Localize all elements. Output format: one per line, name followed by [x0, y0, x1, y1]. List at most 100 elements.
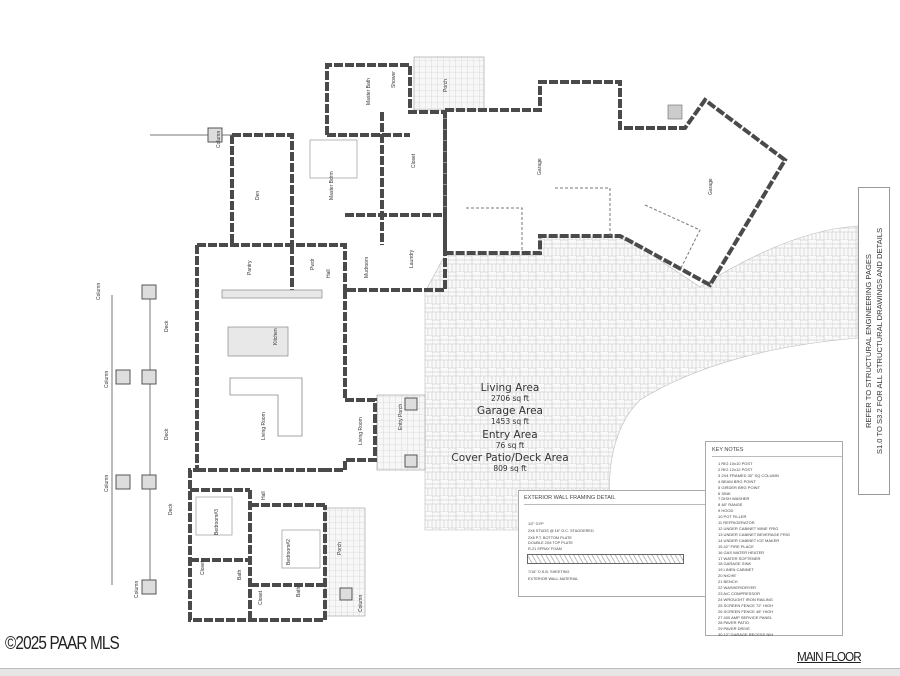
bed-master [309, 139, 358, 179]
room-living-room-2: Living Room [358, 417, 364, 445]
label-column-1: Column [96, 283, 102, 300]
key-note-item: 15 42" FIRE PLACE [718, 543, 754, 549]
room-porch-south: Porch [337, 542, 343, 555]
room-deck-3: Deck [168, 503, 174, 515]
key-note-item: 10 POT FILLER [718, 514, 747, 520]
entry-area-label: Entry Area [482, 429, 537, 441]
key-note-item: 4 BEAM BRG POINT [718, 478, 756, 484]
patio-area-value: 809 sq ft [493, 464, 526, 473]
garage-walls [443, 80, 788, 288]
garage-area-label: Garage Area [477, 405, 543, 417]
patio-area-label: Cover Patio/Deck Area [451, 452, 568, 464]
structural-note: REFER TO STRUCTURAL ENGINEERING PAGES S1… [858, 187, 890, 495]
wall-detail-label: EXTERIOR WALL MATERIAL [528, 577, 579, 581]
kitchen-counter [221, 289, 323, 299]
key-notes-title: KEY NOTES [712, 447, 842, 457]
key-note-item: 24 WROUGHT IRON RAILING [718, 596, 773, 602]
key-note-item: 14 UNDER CABINET ICE MAKER [718, 537, 780, 543]
key-note-item: 27 400 AMP SERVICE PANEL [718, 614, 773, 620]
key-note-item: 22 WASHER/DRYER [718, 585, 757, 591]
key-note-item: 3 2X4 FRAMED 30" SQ COLUMN [718, 472, 779, 478]
key-note-item: 2 RIG 12x12 POST [718, 466, 753, 472]
key-note-item: 25 SCREEN FENCE 72" HIGH [718, 602, 773, 608]
room-bedroom-2: Bedroom#2 [286, 539, 292, 565]
bed-3 [195, 496, 233, 536]
key-note-item: 29 PAVER DRIVE [718, 626, 750, 632]
wall-detail-label: 2X6 P.T. BOTTOM PLATE [528, 536, 572, 540]
key-note-item: 5 GIRDER BRG POINT [718, 484, 761, 490]
key-note-item: 7 DISH WASHER [718, 496, 750, 502]
room-mudroom: Mudroom [364, 257, 370, 278]
key-note-item: 13 UNDER CABINET BEVERAGE FRIG [718, 531, 790, 537]
wall-detail-label: R-21 SPRAY FOAM [528, 547, 562, 551]
room-bath-3: Bath [237, 569, 243, 580]
wall-section-graphic [527, 554, 684, 564]
wall-framing-detail: EXTERIOR WALL FRAMING DETAIL 1/2" GYP 2X… [518, 490, 706, 597]
wall-detail-label: 7/16" O.S.B. SHEETING [528, 570, 570, 574]
key-note-item: 26 SCREEN FENCE 48" HIGH [718, 608, 773, 614]
wall-detail-label: 1/2" GYP [528, 522, 544, 526]
room-hall-south: Hall [261, 491, 267, 500]
porch-north-tile [413, 56, 485, 111]
room-garage-main: Garage [537, 158, 543, 175]
room-living-room: Living Room [261, 412, 267, 440]
key-note-item: 1 RIG 10x10 POST [718, 461, 753, 466]
structural-note-line-2: S1.0 TO S3.2 FOR ALL STRUCTURAL DRAWINGS… [875, 227, 884, 455]
house-walls [232, 133, 294, 245]
key-note-item: 19 LINEN CABINET [718, 567, 754, 573]
bed-2 [281, 529, 321, 569]
room-kitchen: Kitchen [273, 328, 279, 345]
room-hall-north: Hall [326, 269, 332, 278]
key-note-item: 11 REFRIGERATOR [718, 520, 755, 526]
label-column-6: Column [358, 595, 364, 612]
room-garage-east: Garage [708, 178, 714, 195]
room-powder: Pwdr [310, 258, 316, 270]
key-note-item: 16 GAS WATER HEATER [718, 549, 765, 555]
room-bedroom-3: Bedroom#3 [214, 509, 220, 535]
living-area-value: 2706 sq ft [491, 394, 529, 403]
room-porch-north: Porch [443, 79, 449, 92]
garage-recess [466, 207, 523, 252]
kitchen-island [227, 326, 289, 357]
label-column-2: Column [104, 371, 110, 388]
room-closet-3: Closet [200, 560, 206, 575]
key-note-item: 28 PAVER PATIO [718, 620, 750, 626]
key-note-item: 17 WATER SOFTENER [718, 555, 761, 561]
area-summary: Living Area 2706 sq ft Garage Area 1453 … [451, 382, 568, 473]
sofa [229, 377, 303, 437]
page-edge [0, 668, 900, 676]
room-deck-1: Deck [164, 320, 170, 332]
key-note-item: 30 12" GARAGE RECESS NIH [718, 632, 774, 638]
wall-detail-label: DOUBLE 2X6 TOP PLATE [528, 541, 573, 545]
wall-detail-label: 2X6 STUDS @ 16" O.C. STAGGERED [528, 529, 594, 533]
garage-recess-2 [555, 187, 611, 236]
room-den: Den [255, 191, 261, 200]
room-bath-2: Bath [296, 586, 302, 597]
key-note-item: 6 SINK [718, 490, 731, 496]
paver-drive [424, 225, 859, 531]
room-pantry: Pantry [247, 260, 253, 275]
sheet-title: MAIN FLOOR [797, 649, 862, 664]
key-note-item: 12 UNDER CABINET WINE FRIG [718, 525, 779, 531]
room-laundry: Laundry [409, 249, 415, 268]
key-note-item: 9 HOOD [718, 508, 734, 514]
living-area-label: Living Area [481, 382, 540, 394]
room-entry-porch: Entry Porch [398, 404, 404, 430]
copyright-watermark: ©2025 PAAR MLS [5, 633, 120, 653]
deck-columns [111, 127, 418, 601]
label-column-5: Column [216, 131, 222, 148]
key-note-item: 23 A/C COMPRESSOR [718, 590, 761, 596]
room-master-bdrm: Master Bdrm [329, 171, 335, 200]
room-closet-master: Closet [411, 153, 417, 168]
room-master-bath: Master Bath [366, 78, 372, 105]
master-bath-walls [325, 63, 447, 215]
key-note-item: 20 NICHE [718, 573, 737, 579]
structural-note-line-1: REFER TO STRUCTURAL ENGINEERING PAGES [864, 254, 873, 428]
garage-recess-3 [644, 204, 701, 271]
room-shower: Shower [391, 71, 397, 88]
key-note-item: 8 48" RANGE [718, 502, 743, 508]
garage-area-value: 1453 sq ft [491, 417, 529, 426]
